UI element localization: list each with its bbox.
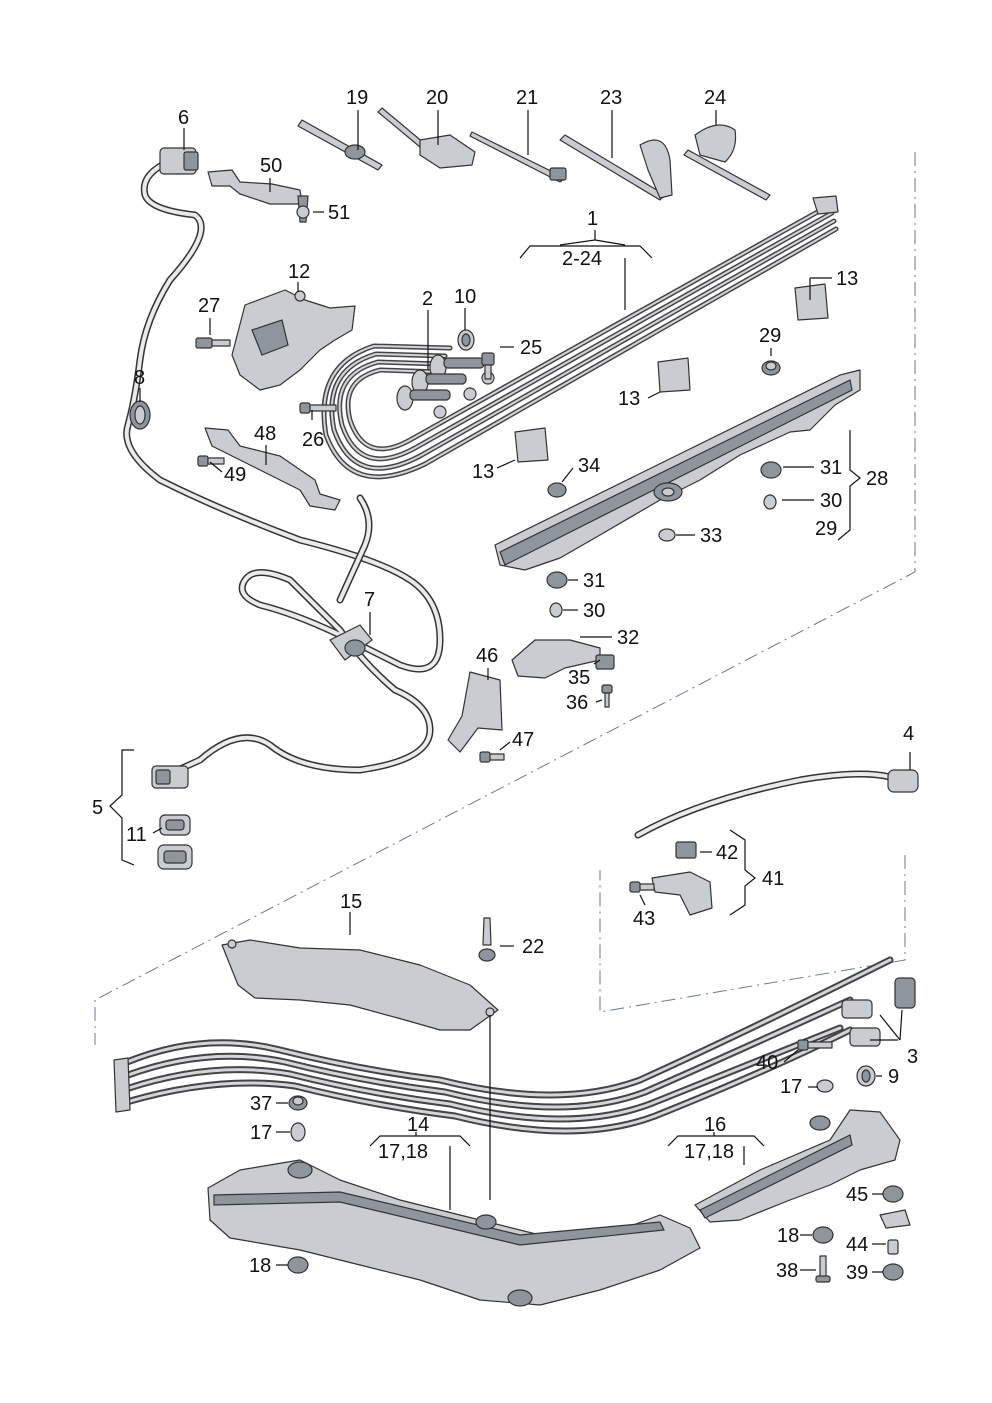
callout-29-upper: 29	[759, 325, 781, 347]
callout-42: 42	[716, 842, 738, 864]
callout-35: 35	[568, 667, 590, 689]
bracket-46	[447, 671, 505, 763]
callout-41: 41	[762, 868, 784, 890]
callout-13-middle: 13	[618, 388, 640, 410]
callout-36: 36	[566, 692, 588, 714]
callout-21: 21	[516, 87, 538, 109]
callout-30-left: 30	[583, 600, 605, 622]
callout-1: 1	[587, 208, 598, 230]
callout-30-right: 30	[820, 490, 842, 512]
callout-2: 2	[422, 288, 433, 310]
bracket-50	[207, 169, 310, 223]
carrier-14-fasteners	[287, 1095, 309, 1274]
bracket-32	[511, 639, 615, 708]
callout-46: 46	[476, 645, 498, 667]
upper-brake-line-bundle	[321, 195, 839, 480]
callout-28: 28	[866, 468, 888, 490]
callout-27: 27	[198, 295, 220, 317]
callout-26: 26	[302, 429, 324, 451]
lower-brake-line-bundle	[113, 956, 916, 1135]
carrier-16	[694, 1109, 901, 1223]
callout-18-right: 18	[777, 1225, 799, 1247]
callout-19: 19	[346, 87, 368, 109]
leader-lines	[109, 110, 911, 1273]
callout-16: 16	[704, 1114, 726, 1136]
connector-covers	[157, 814, 193, 870]
callout-44: 44	[846, 1234, 868, 1256]
callout-22: 22	[522, 936, 544, 958]
callout-3: 3	[907, 1046, 918, 1068]
carrier-16-fasteners	[812, 1185, 911, 1283]
callout-23: 23	[600, 87, 622, 109]
callout-15: 15	[340, 891, 362, 913]
callout-6: 6	[178, 107, 189, 129]
callout-16-sub: 17,18	[684, 1141, 734, 1163]
callout-5: 5	[92, 797, 103, 819]
abs-sensor-cable	[123, 147, 444, 789]
callout-48: 48	[254, 423, 276, 445]
callout-2-24: 2-24	[562, 248, 602, 270]
heat-shield-12	[231, 289, 356, 391]
callout-10: 10	[454, 286, 476, 308]
callout-4: 4	[903, 723, 914, 745]
callout-17-left: 17	[250, 1122, 272, 1144]
callout-14-sub: 17,18	[378, 1141, 428, 1163]
heat-shield-15	[221, 917, 499, 1031]
callout-18-left: 18	[249, 1255, 271, 1277]
callout-43: 43	[633, 908, 655, 930]
callout-50: 50	[260, 155, 282, 177]
callout-25: 25	[520, 337, 542, 359]
section-frames	[94, 152, 916, 1045]
callout-31-left: 31	[583, 570, 605, 592]
hose-4	[634, 769, 919, 839]
callout-38: 38	[776, 1260, 798, 1282]
callout-39: 39	[846, 1262, 868, 1284]
cable-ties-and-clips	[297, 107, 771, 201]
callout-33: 33	[700, 525, 722, 547]
callout-47: 47	[512, 729, 534, 751]
callout-31-right: 31	[820, 457, 842, 479]
callout-13-right: 13	[836, 268, 858, 290]
callout-13-left: 13	[472, 461, 494, 483]
callout-45: 45	[846, 1184, 868, 1206]
callout-29-lower: 29	[815, 518, 837, 540]
callout-8: 8	[134, 367, 145, 389]
bracket-41	[629, 841, 713, 916]
callout-32: 32	[617, 627, 639, 649]
carrier-14	[207, 1159, 701, 1307]
callout-17-lower: 17	[780, 1076, 802, 1098]
callout-34: 34	[578, 455, 600, 477]
callout-49: 49	[224, 464, 246, 486]
callout-20: 20	[426, 87, 448, 109]
callout-14: 14	[407, 1114, 429, 1136]
bracket-48	[197, 427, 341, 511]
carrier-rail-28	[494, 283, 861, 571]
callout-labels: 1 2-24 2 3 4 5 6 7 8 9 10 11 12 13 13 13…	[92, 87, 918, 1284]
callout-7: 7	[364, 589, 375, 611]
callout-40: 40	[756, 1052, 778, 1074]
callout-24: 24	[704, 87, 726, 109]
callout-37: 37	[250, 1093, 272, 1115]
callout-9: 9	[888, 1066, 899, 1088]
callout-11: 11	[126, 824, 147, 846]
callout-12: 12	[288, 261, 310, 283]
rail-fasteners	[546, 360, 782, 618]
callout-51: 51	[328, 202, 350, 224]
fasteners-upper	[195, 329, 495, 414]
